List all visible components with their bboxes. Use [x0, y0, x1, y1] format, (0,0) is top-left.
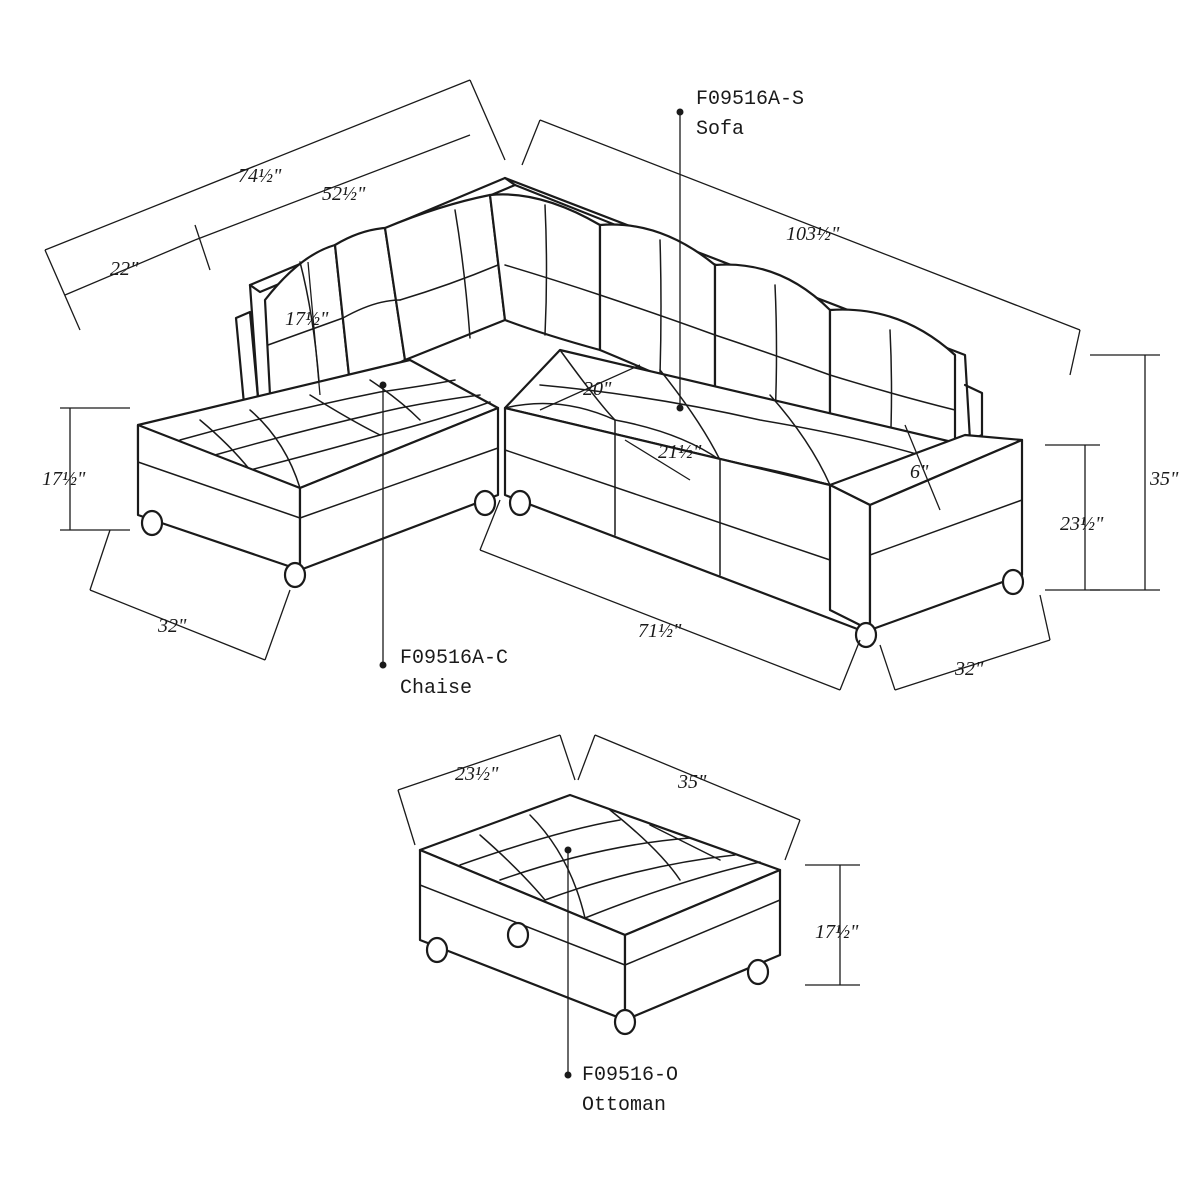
ottoman-dimension-lines [397, 734, 860, 1075]
dim-sofa-depth: 32" [954, 658, 984, 680]
dim-arm-width: 6" [910, 461, 929, 483]
ottoman-side [623, 868, 782, 1022]
sofa-leg-3 [1001, 568, 1025, 596]
sofa-arm-front [828, 483, 872, 632]
sectional-sofa-drawing [136, 176, 1025, 649]
chaise-leg-3 [473, 489, 497, 517]
ottoman-code-label: F09516-O [582, 1064, 678, 1087]
dim-seat-depth: 21½" [658, 441, 702, 463]
dim-left-back-length: 52½" [322, 183, 366, 205]
sofa-leader-dot-top [676, 108, 684, 116]
chaise-code-label: F09516A-C [400, 647, 508, 670]
ottoman-leader-dot [564, 846, 572, 854]
dim-seat-width: 20" [583, 378, 612, 400]
dim-sofa-front-length: 71½" [638, 620, 682, 642]
ottoman-leg-3 [613, 1008, 637, 1036]
chaise-leg-2 [283, 561, 307, 589]
dim-overall-right-length: 103½" [786, 223, 840, 245]
dim-ottoman-height: 17½" [815, 921, 859, 943]
ottoman-leader-dot-bottom [564, 1071, 572, 1079]
chaise-side [298, 406, 500, 572]
dim-ottoman-depth: 23½" [455, 763, 499, 785]
ottoman-leg-1 [425, 936, 449, 964]
dim-arm-height: 23½" [1060, 513, 1104, 535]
dim-overall-left-length: 74½" [238, 165, 282, 187]
chaise-leg-1 [140, 509, 164, 537]
sofa-leader-dot [676, 404, 684, 412]
dim-ottoman-length: 35" [677, 771, 707, 793]
chaise-leader-dot-bottom [379, 661, 387, 669]
dim-back-cushion-height: 17½" [285, 308, 329, 330]
ottoman-drawing [418, 793, 782, 1036]
ottoman-leg-2 [506, 921, 530, 949]
sofa-code-label: F09516A-S [696, 88, 804, 111]
sectional-dimension-lines [44, 79, 1160, 691]
sofa-name-label: Sofa [696, 118, 744, 141]
dim-seat-height-left: 17½" [42, 468, 86, 490]
sofa-leg-1 [508, 489, 532, 517]
dim-chaise-depth: 32" [157, 615, 187, 637]
left-back-cushion-3 [383, 193, 507, 362]
dim-chaise-width-top: 22" [110, 258, 139, 280]
ottoman-leg-4 [746, 958, 770, 986]
sofa-leg-2 [854, 621, 878, 649]
chaise-leader-dot [379, 381, 387, 389]
dim-overall-height: 35" [1149, 468, 1179, 490]
ottoman-name-label: Ottoman [582, 1094, 666, 1117]
chaise-name-label: Chaise [400, 677, 472, 700]
